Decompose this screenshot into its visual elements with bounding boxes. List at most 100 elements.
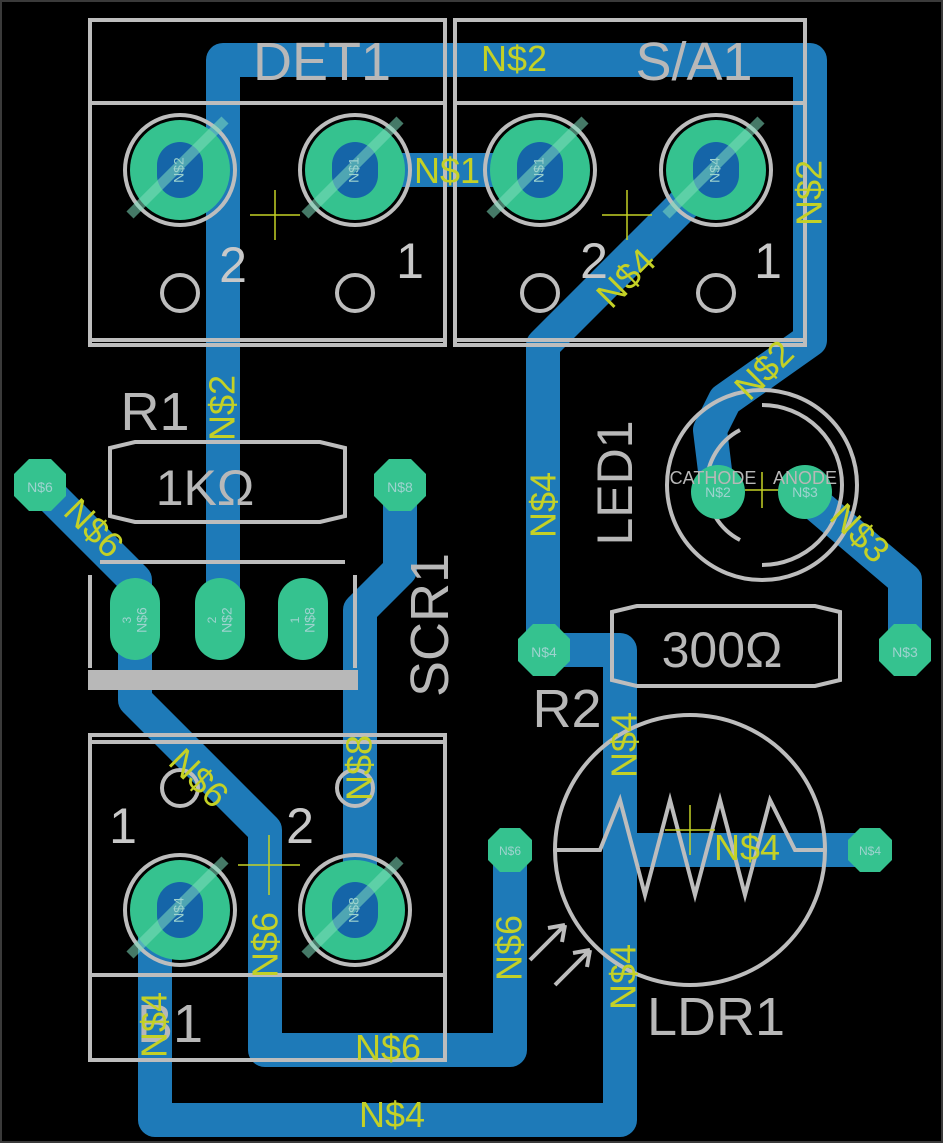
pad-text-r2-left: N$4 xyxy=(531,644,557,660)
pad-text-ldr1-left: N$6 xyxy=(499,844,521,858)
pad-sa1-1[interactable] xyxy=(662,116,766,220)
b1-origin xyxy=(238,835,300,895)
pad-b1-2[interactable] xyxy=(301,856,405,960)
pin-det1-2: 2 xyxy=(219,237,247,293)
pad-text-ldr1-right: N$4 xyxy=(859,844,881,858)
pad-scr1-3[interactable] xyxy=(110,578,160,660)
pad-text-led1-cathode: N$2 xyxy=(705,484,731,500)
net-label-n6-ldr: N$6 xyxy=(489,915,530,981)
pin-sa1-1: 1 xyxy=(754,233,782,289)
pad-text-sa1-2: N$1 xyxy=(531,157,547,183)
label-led1-anode: ANODE xyxy=(773,468,837,488)
pad-net-labels: N$2 N$1 N$1 N$4 N$4 N$8 N$6 N$8 N$4 N$3 … xyxy=(27,157,918,923)
det1-outline xyxy=(88,18,447,347)
b1-hole-2 xyxy=(335,768,375,808)
label-led1-cathode: CATHODE xyxy=(670,468,757,488)
net-label-n2-right: N$2 xyxy=(789,160,830,226)
pad-text-r2-right: N$3 xyxy=(892,644,918,660)
led1-flat-arc xyxy=(761,403,844,567)
pad-scr1-1[interactable] xyxy=(278,578,328,660)
label-ldr1: LDR1 xyxy=(647,987,785,1047)
net-label-n2-top: N$2 xyxy=(481,38,547,79)
sa1-hole-1 xyxy=(696,273,736,313)
label-r1-value: 1KΩ xyxy=(156,460,255,516)
net-label-n4-ldr-bottom: N$4 xyxy=(603,944,644,1010)
net-label-n4-b1: N$4 xyxy=(134,992,175,1058)
net-label-n4-ldr: N$4 xyxy=(714,827,780,868)
sa1-hole-2 xyxy=(520,273,560,313)
ldr1-light-arrow-1 xyxy=(528,923,567,962)
pin-sa1-2: 2 xyxy=(580,233,608,289)
pad-text-r1-right: N$8 xyxy=(387,479,413,495)
net-label-n6-vertical: N$6 xyxy=(245,912,286,978)
pad-pin-scr1-2: 2 xyxy=(205,616,219,623)
b1-hole-1 xyxy=(160,768,200,808)
r1-body xyxy=(108,440,347,524)
pad-text-scr1-1: N$8 xyxy=(302,607,318,633)
pad-det1-1[interactable] xyxy=(301,116,405,220)
pin-det1-1: 1 xyxy=(396,233,424,289)
pad-text-led1-anode: N$3 xyxy=(792,484,818,500)
label-r1: R1 xyxy=(120,382,189,442)
b1-pad-ring-1 xyxy=(123,853,237,967)
origin-marks xyxy=(238,190,780,895)
pad-text-scr1-2: N$2 xyxy=(219,607,235,633)
led1-origin xyxy=(745,472,780,508)
scr1-tab xyxy=(88,670,358,690)
det1-hole-1 xyxy=(335,273,375,313)
pad-ldr1-left[interactable] xyxy=(488,828,532,872)
ldr1-light-arrow-2 xyxy=(553,948,592,987)
pad-b1-1[interactable] xyxy=(126,856,230,960)
pad-text-b1-2: N$8 xyxy=(346,897,362,923)
net-label-n4-ldr-top: N$4 xyxy=(604,712,645,778)
label-b1: B1 xyxy=(137,994,203,1054)
label-led1: LED1 xyxy=(587,420,643,545)
pin-b1-1: 1 xyxy=(109,798,137,854)
net-label-n6-bottom: N$6 xyxy=(355,1027,421,1068)
pad-r1-left[interactable] xyxy=(14,459,66,511)
pad-pin-scr1-1: 1 xyxy=(288,616,302,623)
pad-r2-left[interactable] xyxy=(518,624,570,676)
b1-pad-ring-2 xyxy=(298,853,412,967)
pin-b1-2: 2 xyxy=(286,798,314,854)
pad-r2-right[interactable] xyxy=(879,624,931,676)
label-det1: DET1 xyxy=(253,32,391,92)
net-label-n1: N$1 xyxy=(414,150,480,191)
silkscreen xyxy=(88,18,859,1062)
r2-body xyxy=(610,604,842,688)
label-sa1: S/A1 xyxy=(635,32,752,92)
sa1-pad-ring-2 xyxy=(483,113,597,227)
label-scr1: SCR1 xyxy=(400,553,460,697)
pad-text-scr1-3: N$6 xyxy=(134,607,150,633)
trace-n8 xyxy=(343,468,417,927)
label-r2-value: 300Ω xyxy=(662,622,783,678)
net-label-n4-bottom: N$4 xyxy=(359,1094,425,1135)
pads xyxy=(14,116,931,960)
det1-origin xyxy=(250,190,300,240)
det1-hole-2 xyxy=(160,273,200,313)
net-label-n2-vertical: N$2 xyxy=(202,375,243,441)
pad-scr1-2[interactable] xyxy=(195,578,245,660)
pad-led1-cathode[interactable] xyxy=(691,465,745,519)
pad-pin-scr1-3: 3 xyxy=(120,616,134,623)
pad-ldr1-right[interactable] xyxy=(848,828,892,872)
component-labels: DET1 S/A1 R1 1KΩ SCR1 LED1 CATHODE ANODE… xyxy=(109,32,837,1054)
ldr1-zigzag xyxy=(555,792,825,903)
pad-det1-2[interactable] xyxy=(126,116,230,220)
trace-n2-loop xyxy=(206,43,827,512)
pad-text-sa1-1: N$4 xyxy=(707,157,723,183)
ldr1-origin xyxy=(665,805,715,855)
led1-outline xyxy=(665,388,859,582)
b1-outline xyxy=(88,733,447,1062)
pad-text-b1-1: N$4 xyxy=(171,897,187,923)
sa1-pad-ring-1 xyxy=(659,113,773,227)
pad-text-r1-left: N$6 xyxy=(27,479,53,495)
net-label-n8: N$8 xyxy=(339,735,380,801)
label-r2: R2 xyxy=(532,679,601,739)
net-label-n4-vertical: N$4 xyxy=(523,472,564,538)
pad-led1-anode[interactable] xyxy=(778,465,832,519)
pad-sa1-2[interactable] xyxy=(486,116,590,220)
pad-r1-right[interactable] xyxy=(374,459,426,511)
